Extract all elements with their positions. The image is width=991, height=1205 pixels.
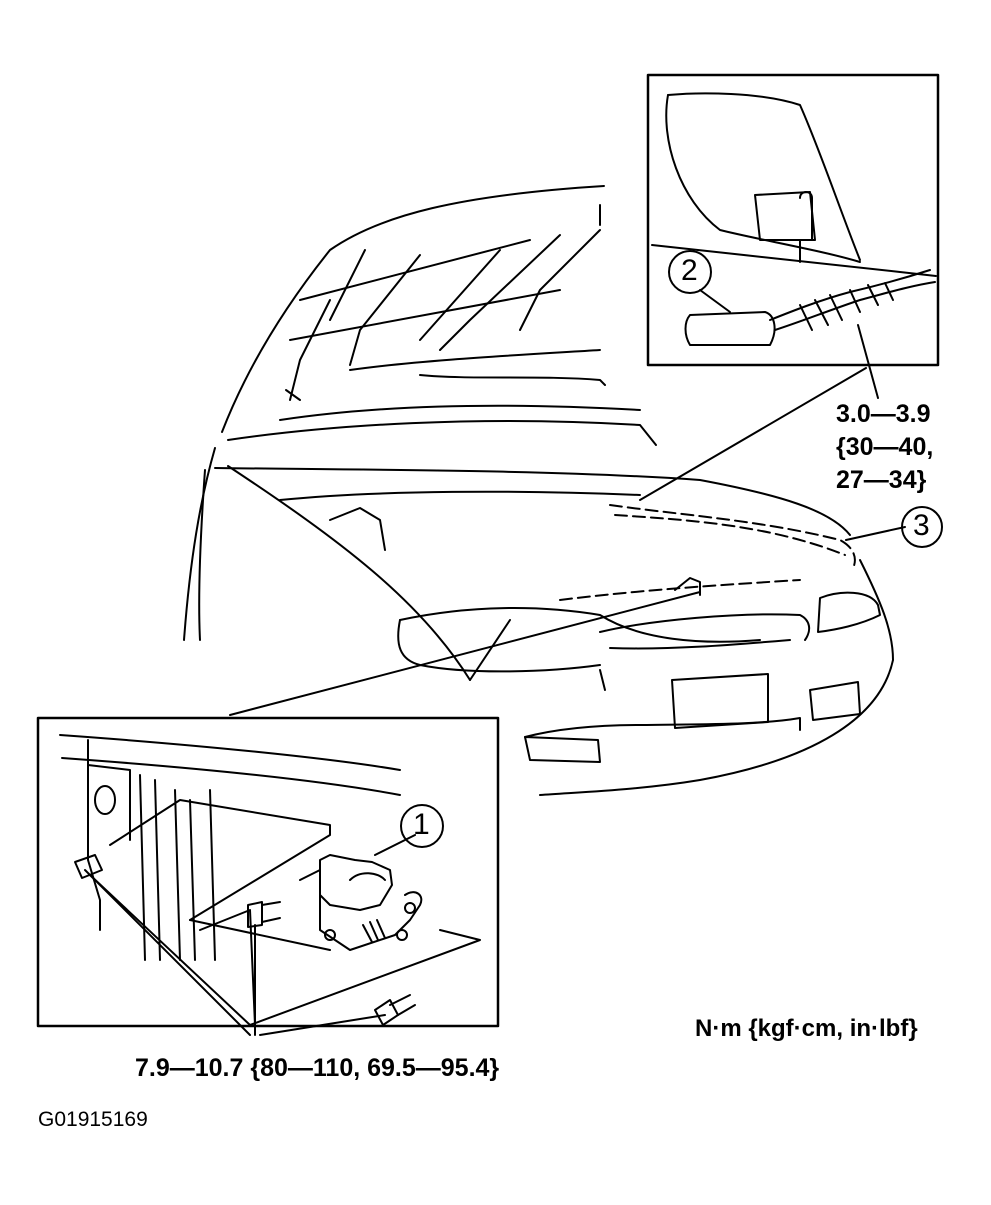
- leader-lines: [229, 324, 906, 716]
- callout-1: 1: [413, 808, 430, 841]
- callout-3: 3: [913, 509, 930, 542]
- cable-torque-line2: {30—40,: [836, 433, 934, 461]
- torque-units-note: N·m {kgf·cm, in·lbf}: [695, 1015, 918, 1042]
- car-body: [183, 185, 894, 796]
- latch-bolt-torque-spec: 7.9—10.7 {80—110, 69.5—95.4}: [135, 1054, 500, 1082]
- inset-release-cable: [646, 73, 940, 367]
- bolt-leader-lines: [84, 869, 386, 1036]
- cable-torque-line3: 27—34}: [836, 466, 927, 494]
- cable-torque-line1: 3.0—3.9: [836, 400, 931, 428]
- inset-hood-latch: [36, 716, 500, 1028]
- figure-code: G01915169: [38, 1108, 148, 1131]
- callout-2: 2: [681, 254, 698, 287]
- callout-circles: [901, 506, 943, 548]
- cable-torque-spec: 3.0—3.9 {30—40, 27—34}: [836, 398, 933, 497]
